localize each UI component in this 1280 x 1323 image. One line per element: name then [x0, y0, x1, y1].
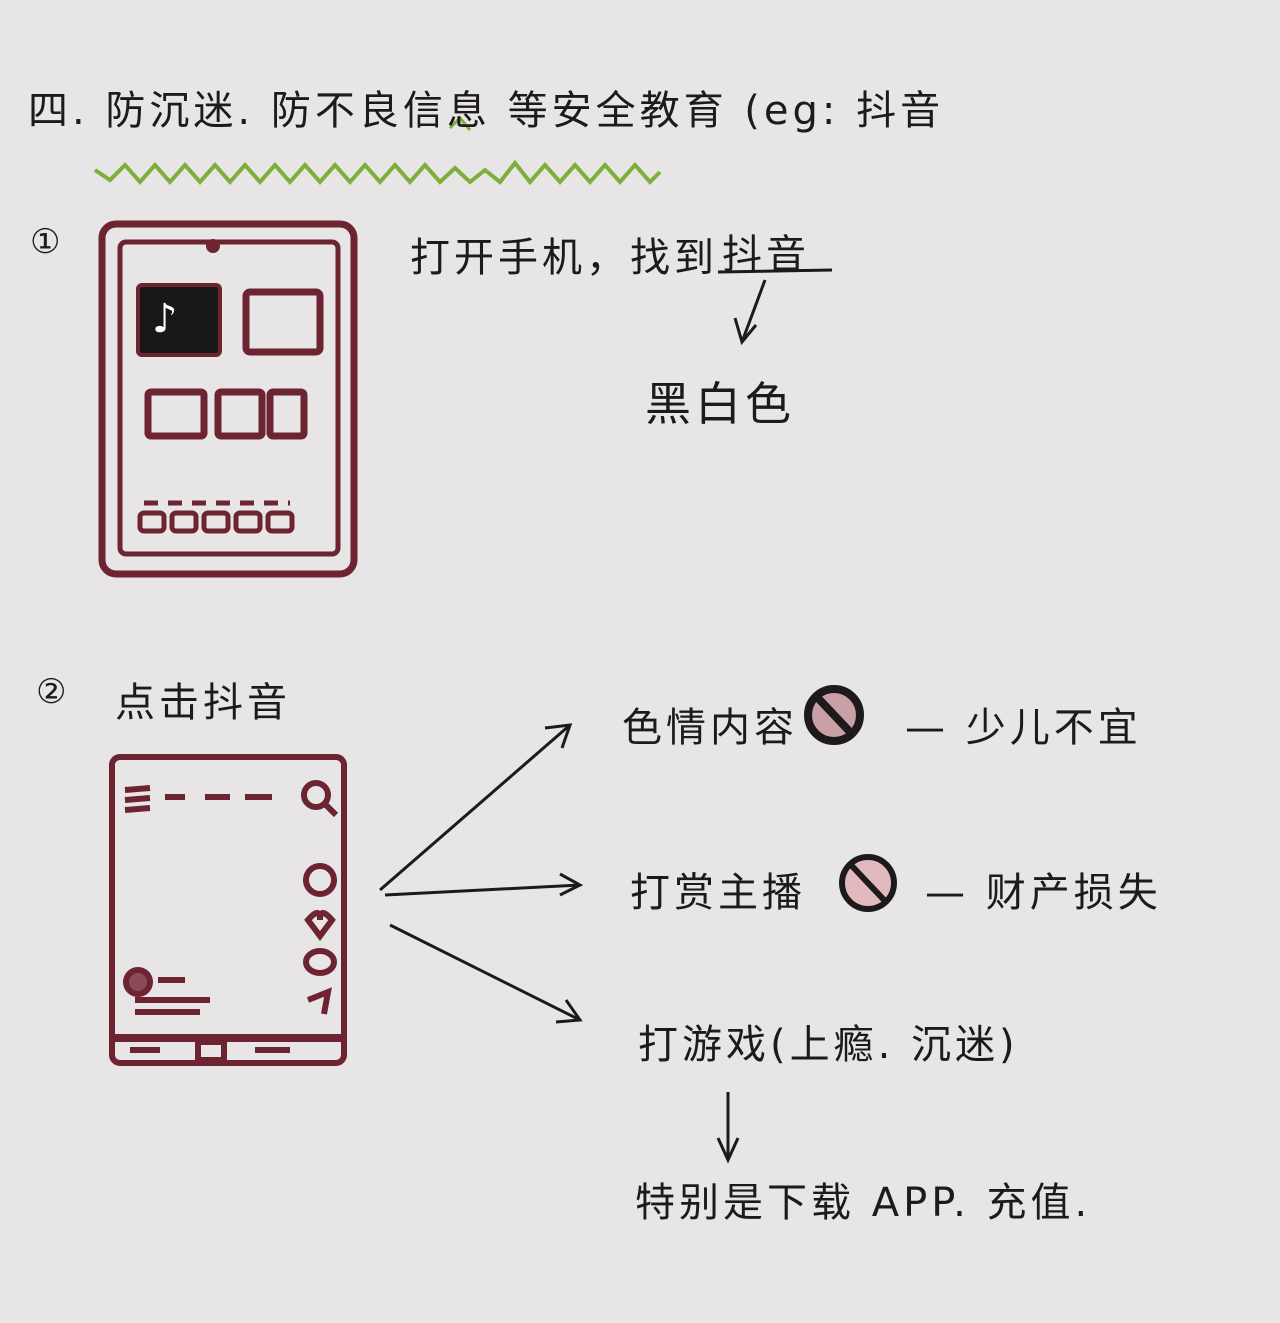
branch-label: 打游戏(上瘾. 沉迷)	[638, 1022, 1019, 1068]
page-title: 四. 防沉迷. 防不良信息 等安全教育 (eg: 抖音	[28, 88, 945, 134]
prohibited-icon	[804, 685, 864, 745]
phone-home-screen-sketch	[98, 220, 358, 578]
step1-instruction: 打开手机，找到	[410, 235, 718, 281]
branch-label: 色情内容	[622, 705, 798, 751]
step2-instruction: 点击抖音	[115, 680, 291, 726]
branch-consequence: — 少儿不宜	[905, 705, 1142, 751]
title-zigzag-underline	[93, 159, 662, 186]
branch-arrows	[379, 723, 740, 1164]
title-insert-caret	[448, 115, 472, 131]
branch-label: 打赏主播	[630, 870, 806, 916]
app-name-underline	[717, 268, 833, 274]
arrow-down-icon	[733, 279, 767, 346]
branch-consequence: — 财产损失	[925, 870, 1162, 916]
step1-app-name: 抖音	[722, 232, 810, 278]
step2-number: ②	[36, 672, 71, 712]
prohibited-icon	[839, 854, 897, 912]
step2-note: 特别是下载 APP. 充值.	[635, 1180, 1092, 1226]
step1-number: ①	[30, 222, 65, 262]
step1-result: 黑白色	[645, 377, 795, 431]
phone-video-feed-sketch	[109, 754, 347, 1066]
douyin-app-icon: ♪	[152, 296, 182, 342]
